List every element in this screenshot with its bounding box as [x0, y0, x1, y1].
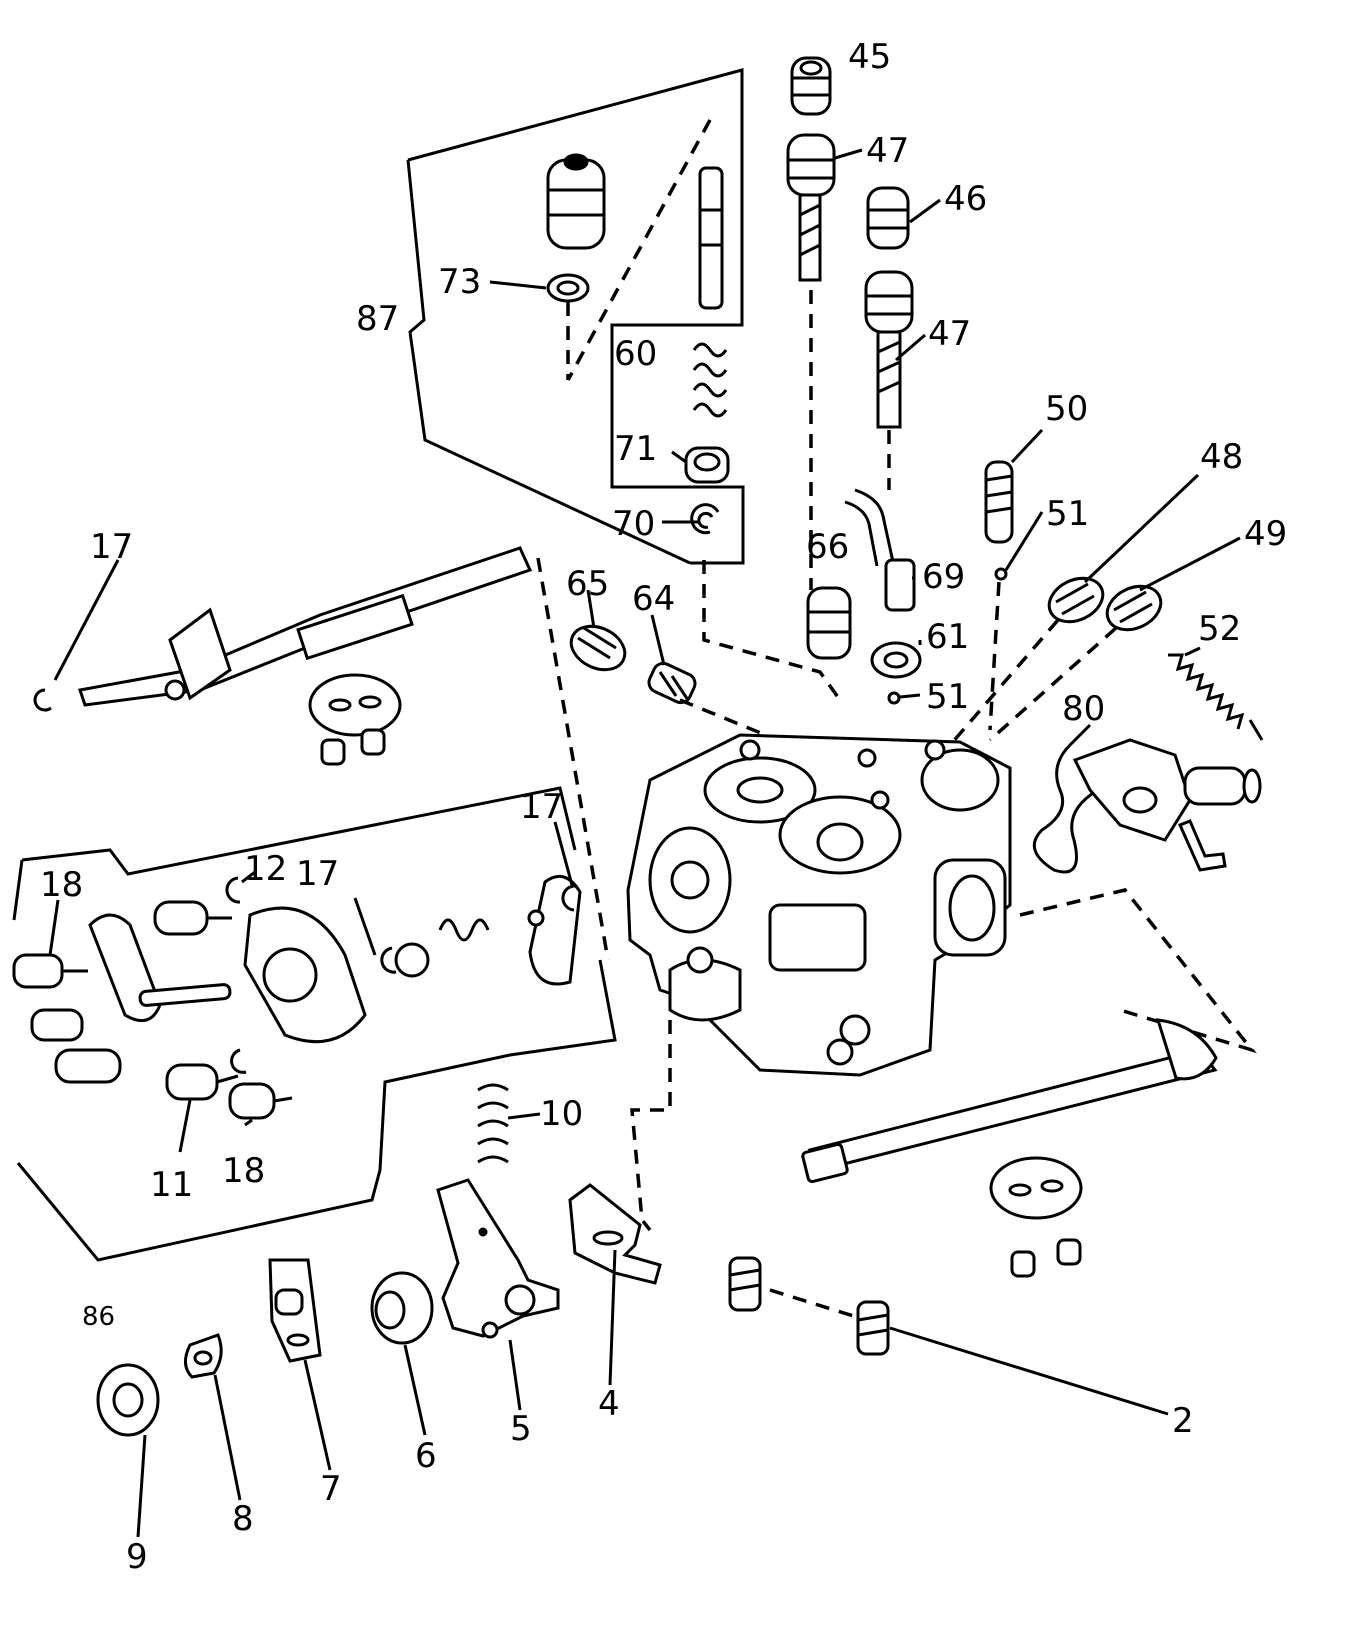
upper-throttle-shaft: [33, 546, 533, 766]
part-71: [684, 446, 730, 484]
label-12: 12: [244, 849, 287, 889]
label-49: 49: [1244, 514, 1287, 554]
label-18-top: 18: [40, 865, 83, 905]
label-69: 69: [922, 557, 965, 597]
label-64: 64: [632, 579, 675, 619]
label-4: 4: [598, 1384, 620, 1424]
label-11: 11: [150, 1165, 193, 1205]
label-45: 45: [848, 37, 891, 77]
label-61: 61: [926, 617, 969, 657]
part-7: [268, 1258, 322, 1363]
needle-valve-seat: [546, 153, 606, 250]
label-48: 48: [1200, 437, 1243, 477]
ball-51-upper: [994, 567, 1008, 581]
label-52: 52: [1198, 609, 1241, 649]
label-17-right: 17: [520, 787, 563, 827]
leader-lines: [48, 148, 1241, 1538]
part-6: [370, 1271, 434, 1345]
label-65: 65: [566, 564, 609, 604]
jet-47-lower: [864, 270, 914, 429]
label-47-lower: 47: [928, 314, 971, 354]
spring-52: [1168, 653, 1264, 741]
label-71: 71: [614, 429, 657, 469]
label-80: 80: [1062, 689, 1105, 729]
lever-assembly-80: [1032, 738, 1262, 874]
label-8: 8: [232, 1499, 254, 1539]
washer-73: [546, 273, 590, 380]
choke-unit: [88, 874, 582, 1074]
jet-46: [866, 186, 910, 250]
label-5: 5: [510, 1409, 532, 1449]
screw-65: [569, 624, 627, 672]
label-7: 7: [320, 1469, 342, 1509]
label-2: 2: [1172, 1401, 1194, 1441]
lower-throttle-shaft: [801, 1018, 1218, 1278]
carburetor-body: [626, 733, 1012, 1077]
part-9: [96, 1363, 160, 1437]
part-4: [568, 1183, 662, 1285]
jet-47-upper: [786, 133, 836, 282]
group-87-frame: [406, 68, 745, 565]
label-86: 86: [82, 1302, 115, 1332]
spring-10: [477, 1083, 509, 1164]
callout-labels: 45 47 46 47 73 87 60 71 70 50 48 49 51 5…: [40, 37, 1287, 1577]
label-9: 9: [126, 1537, 148, 1577]
spring-60: [692, 342, 728, 418]
label-66: 66: [806, 527, 849, 567]
ball-51-lower: [887, 691, 901, 705]
group-86-frame: [12, 786, 617, 1262]
label-87: 87: [356, 299, 399, 339]
plug-48: [1047, 576, 1105, 624]
label-6: 6: [415, 1436, 437, 1476]
jet-66: [806, 586, 852, 660]
screws-18-11: [12, 900, 293, 1120]
screw-50: [984, 460, 1014, 544]
label-10: 10: [540, 1094, 583, 1134]
label-17-top: 17: [90, 527, 133, 567]
tube-69: [844, 488, 916, 612]
label-73: 73: [438, 262, 481, 302]
label-18-bottom: 18: [222, 1151, 265, 1191]
jet-45: [790, 56, 832, 116]
plug-49: [1105, 584, 1163, 632]
screws-2: [728, 1256, 890, 1356]
label-70: 70: [612, 504, 655, 544]
label-50: 50: [1045, 389, 1088, 429]
label-51-upper: 51: [1046, 494, 1089, 534]
washer-61: [870, 641, 922, 679]
float-needle: [698, 166, 724, 310]
label-17-mid: 17: [296, 854, 339, 894]
part-8: [184, 1333, 223, 1379]
screw-64: [647, 661, 697, 705]
label-51-lower: 51: [926, 677, 969, 717]
part-5: [436, 1178, 560, 1339]
clip-70: [690, 503, 720, 535]
label-47-upper: 47: [866, 131, 909, 171]
label-60: 60: [614, 334, 657, 374]
label-46: 46: [944, 179, 987, 219]
